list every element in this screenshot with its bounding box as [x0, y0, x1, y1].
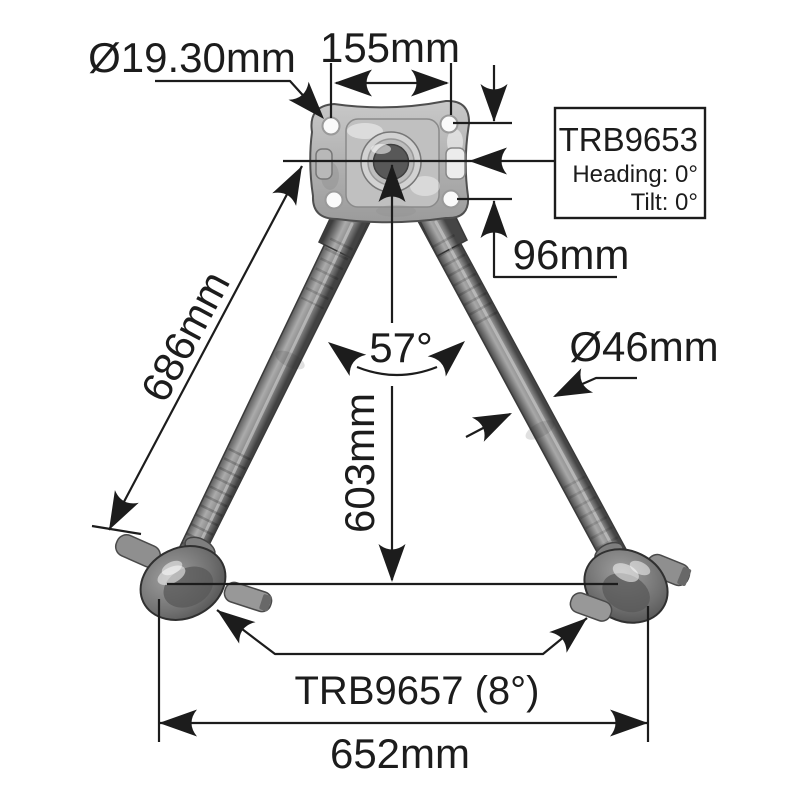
dim-right-height: 96mm — [453, 65, 630, 279]
dim-bottom-width: 652mm — [157, 599, 650, 777]
part-illustration — [114, 99, 692, 624]
arrowhead — [411, 69, 449, 97]
dim-rod-diameter: Ø46mm — [465, 323, 719, 442]
dim-hole-diameter-label: Ø19.30mm — [88, 34, 296, 81]
dim-center-height-label: 603mm — [336, 393, 383, 533]
left-ball-joint — [114, 534, 273, 621]
arrowhead — [334, 69, 372, 97]
bolt-hole-top-left — [321, 116, 341, 136]
part-number: TRB9653 — [559, 121, 698, 158]
right-lower-pin — [569, 592, 613, 622]
dim-bottom-width-label: 652mm — [330, 730, 470, 777]
part-number-box — [553, 106, 707, 220]
arrowhead — [378, 544, 406, 582]
dim-top-width-label: 155mm — [320, 24, 460, 71]
right-ball-joint — [569, 541, 692, 624]
plate-right-tab — [445, 147, 466, 180]
dim-right-height-label: 96mm — [513, 231, 630, 278]
dim-angle: 57° — [319, 324, 475, 377]
arrowhead — [319, 331, 367, 377]
arrowhead — [272, 159, 314, 206]
bottom-part-label: TRB9657 (8°) — [295, 669, 540, 713]
bolt-hole-bottom-right — [441, 189, 461, 209]
left-arm — [173, 202, 372, 573]
dim-hole-diameter: Ø19.30mm — [88, 34, 335, 129]
right-housing — [583, 548, 669, 624]
arrowhead — [547, 368, 594, 410]
arrowhead — [480, 200, 508, 238]
dim-angle-label: 57° — [369, 324, 433, 371]
bolt-hole-bottom-left — [324, 190, 344, 210]
arrowhead — [469, 147, 507, 175]
plate-left-tab — [315, 148, 333, 180]
right-arm — [416, 201, 636, 577]
part-heading: Heading: 0° — [572, 161, 698, 188]
arrowhead — [610, 709, 648, 737]
label-bottom-part: TRB9657 (8°) — [208, 599, 596, 713]
part-label-box: TRB9653 Heading: 0° Tilt: 0° — [283, 106, 707, 220]
dim-top-width: 155mm — [320, 24, 460, 118]
left-lower-pin — [223, 581, 273, 613]
arrowhead — [480, 84, 508, 122]
dim-center-height: 603mm — [336, 164, 406, 582]
arrowhead — [159, 709, 197, 737]
dim-rod-diameter-label: Ø46mm — [569, 323, 718, 370]
arrowhead — [427, 330, 475, 377]
part-tilt: Tilt: 0° — [631, 189, 698, 216]
arrowhead — [471, 400, 518, 442]
